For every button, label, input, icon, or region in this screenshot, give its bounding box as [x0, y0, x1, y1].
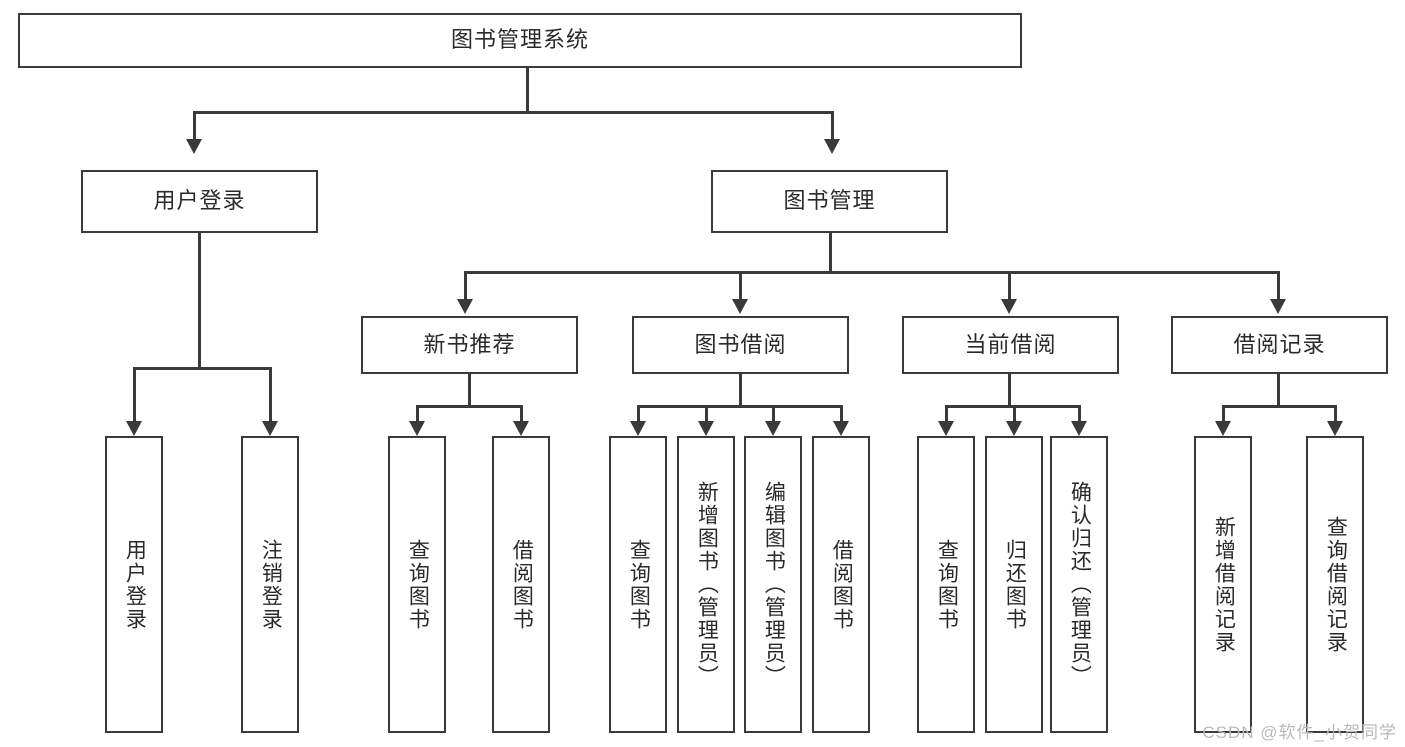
connector-br-leaf-2	[1334, 405, 1337, 421]
arrow-bb-leaf-3	[765, 421, 781, 436]
connector-cb-stem	[1008, 374, 1011, 405]
leaf-label: 查询图书	[406, 538, 430, 631]
leaf-bb-query-book[interactable]: 查询图书	[609, 436, 667, 733]
node-user-login[interactable]: 用户登录	[81, 170, 318, 233]
connector-bm-to-current-borrow	[1008, 271, 1011, 299]
leaf-label: 确认归还（管理员）	[1068, 481, 1092, 688]
connector-cb-leaf-3	[1078, 405, 1081, 421]
leaf-cb-return-book[interactable]: 归还图书	[985, 436, 1043, 733]
connector-bb-leaf-4	[840, 405, 843, 421]
connector-cb-leaf-2	[1013, 405, 1016, 421]
leaf-cb-query-book[interactable]: 查询图书	[917, 436, 975, 733]
node-label: 用户登录	[153, 188, 246, 214]
connector-br-bus	[1222, 405, 1336, 408]
leaf-cb-confirm-return-admin[interactable]: 确认归还（管理员）	[1050, 436, 1108, 733]
leaf-label: 查询借阅记录	[1324, 515, 1348, 654]
leaf-bb-borrow-book[interactable]: 借阅图书	[812, 436, 870, 733]
arrow-cb-leaf-3	[1071, 421, 1087, 436]
arrow-bm-to-new-book	[457, 299, 473, 314]
arrow-cb-leaf-1	[938, 421, 954, 436]
connector-br-stem	[1277, 374, 1280, 405]
leaf-label: 用户登录	[123, 538, 147, 631]
node-label: 图书管理系统	[450, 27, 589, 53]
connector-nbr-bus	[416, 405, 522, 408]
node-label: 当前借阅	[964, 331, 1057, 357]
connector-bb-leaf-2	[705, 405, 708, 421]
arrow-bm-to-borrow-record	[1270, 299, 1286, 314]
connector-bm-to-new-book	[464, 271, 467, 299]
leaf-label: 查询图书	[935, 538, 959, 631]
arrow-bb-leaf-4	[833, 421, 849, 436]
leaf-user-login-login[interactable]: 用户登录	[105, 436, 163, 733]
node-root-system[interactable]: 图书管理系统	[18, 13, 1022, 68]
connector-user-login-bus	[133, 367, 271, 370]
arrow-bb-leaf-1	[630, 421, 646, 436]
node-label: 图书借阅	[694, 331, 787, 357]
leaf-label: 编辑图书（管理员）	[762, 481, 786, 688]
connector-root-to-user-login	[193, 111, 196, 139]
connector-book-manage-bus	[464, 271, 1279, 274]
leaf-label: 查询图书	[627, 538, 651, 631]
node-borrow-record[interactable]: 借阅记录	[1171, 316, 1388, 374]
node-book-manage[interactable]: 图书管理	[711, 170, 948, 233]
connector-user-login-leaf-2	[269, 367, 272, 421]
connector-bb-leaf-3	[772, 405, 775, 421]
arrow-cb-leaf-2	[1006, 421, 1022, 436]
leaf-label: 借阅图书	[510, 538, 534, 631]
connector-cb-bus	[945, 405, 1079, 408]
node-current-borrow[interactable]: 当前借阅	[902, 316, 1119, 374]
leaf-br-add-record[interactable]: 新增借阅记录	[1194, 436, 1252, 733]
arrow-br-leaf-1	[1215, 421, 1231, 436]
connector-nbr-leaf-2	[520, 405, 523, 421]
arrow-user-login-leaf-1	[126, 421, 142, 436]
leaf-label: 归还图书	[1003, 538, 1027, 631]
arrow-bm-to-book-borrow	[732, 299, 748, 314]
leaf-br-query-record[interactable]: 查询借阅记录	[1306, 436, 1364, 733]
arrow-br-leaf-2	[1327, 421, 1343, 436]
connector-book-manage-stem	[829, 233, 832, 271]
leaf-nbr-query-book[interactable]: 查询图书	[388, 436, 446, 733]
connector-user-login-stem	[198, 233, 201, 367]
connector-bb-stem	[739, 374, 742, 405]
arrow-root-to-book-manage	[824, 139, 840, 154]
connector-bb-bus	[637, 405, 841, 408]
connector-bm-to-borrow-record	[1277, 271, 1280, 299]
arrow-bb-leaf-2	[698, 421, 714, 436]
arrow-nbr-leaf-2	[513, 421, 529, 436]
leaf-bb-add-book-admin[interactable]: 新增图书（管理员）	[677, 436, 735, 733]
connector-root-bus	[193, 111, 833, 114]
leaf-label: 注销登录	[259, 538, 283, 631]
leaf-user-login-logout[interactable]: 注销登录	[241, 436, 299, 733]
connector-user-login-leaf-1	[133, 367, 136, 421]
connector-nbr-stem	[468, 374, 471, 405]
connector-bb-leaf-1	[637, 405, 640, 421]
arrow-root-to-user-login	[186, 139, 202, 154]
node-label: 借阅记录	[1233, 331, 1326, 357]
node-new-book-recommend[interactable]: 新书推荐	[361, 316, 578, 374]
connector-nbr-leaf-1	[416, 405, 419, 421]
connector-root-stem	[526, 68, 529, 111]
connector-cb-leaf-1	[945, 405, 948, 421]
arrow-nbr-leaf-1	[409, 421, 425, 436]
arrow-user-login-leaf-2	[262, 421, 278, 436]
node-label: 图书管理	[783, 188, 876, 214]
leaf-label: 新增借阅记录	[1212, 515, 1236, 654]
connector-bm-to-book-borrow	[739, 271, 742, 299]
leaf-bb-edit-book-admin[interactable]: 编辑图书（管理员）	[744, 436, 802, 733]
connector-root-to-book-manage	[831, 111, 834, 139]
node-label: 新书推荐	[423, 331, 516, 357]
arrow-bm-to-current-borrow	[1001, 299, 1017, 314]
leaf-nbr-borrow-book[interactable]: 借阅图书	[492, 436, 550, 733]
leaf-label: 借阅图书	[830, 538, 854, 631]
connector-br-leaf-1	[1222, 405, 1225, 421]
node-book-borrow[interactable]: 图书借阅	[632, 316, 849, 374]
leaf-label: 新增图书（管理员）	[695, 481, 719, 688]
